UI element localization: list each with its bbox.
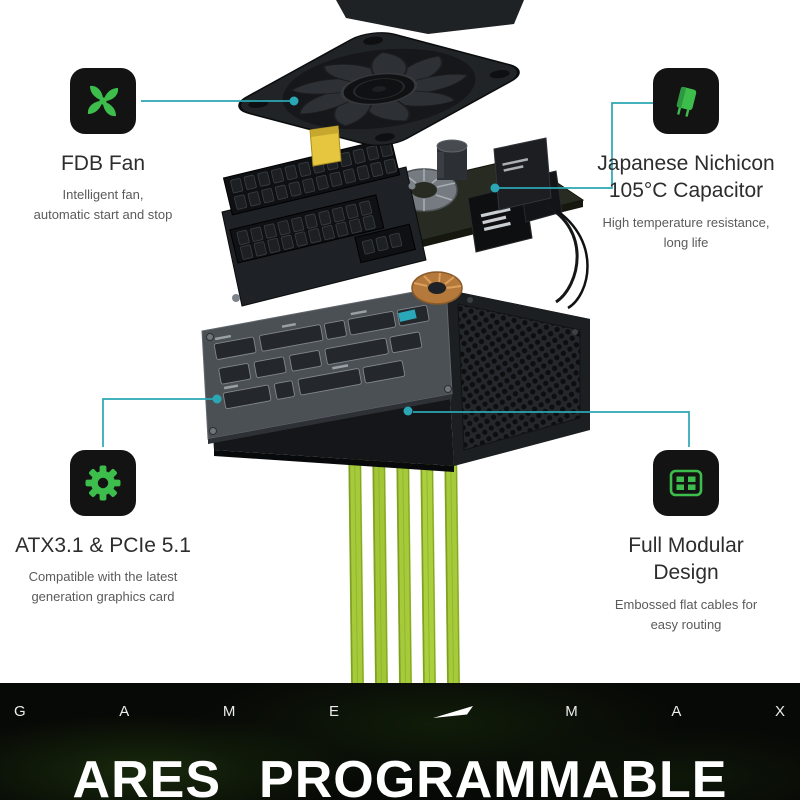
feature-title: Japanese Nichicon 105°C Capacitor: [597, 152, 775, 203]
brand-letter: G: [14, 703, 27, 720]
psu-case: [201, 285, 590, 472]
brand-letter: A: [671, 703, 683, 720]
brand-letter: M: [565, 703, 579, 720]
feature-subtitle: Compatible with the latest generation gr…: [28, 569, 178, 605]
feature-subtitle: Embossed flat cables for easy routing: [614, 596, 758, 632]
copper-coil: [411, 271, 463, 305]
banner-headline: ARES PROGRAMMABLE: [0, 754, 800, 800]
modular-cables: [348, 435, 460, 684]
brand-letter: E: [329, 703, 341, 720]
gear-icon-tile: [70, 450, 136, 516]
capacitor-icon: [676, 86, 697, 117]
capacitor-icon-tile: [653, 68, 719, 134]
brand-banner: G A M E M A X ARES PROGRAMMABLE: [0, 683, 800, 800]
modular-connector-icon: [669, 469, 703, 497]
modular-panel: [201, 285, 453, 444]
toroid-coil: [390, 168, 458, 212]
fan-icon: [87, 85, 119, 117]
feature-full-modular: Full Modular Design Embossed flat cables…: [578, 450, 794, 635]
feature-title: Full Modular Design: [628, 534, 744, 585]
brand-letter: M: [222, 703, 237, 720]
honeycomb-vent: [457, 303, 581, 451]
feature-atx-pcie: ATX3.1 & PCIe 5.1 Compatible with the la…: [3, 450, 203, 608]
transformer: [309, 125, 342, 167]
electrolytic-capacitor: [436, 139, 468, 180]
psu-fan: [238, 32, 520, 146]
modular-icon-tile: [653, 450, 719, 516]
brand-logo-row: G A M E M A X: [0, 703, 800, 720]
fan-icon-tile: [70, 68, 136, 134]
feature-title: FDB Fan: [60, 152, 146, 175]
feature-title: ATX3.1 & PCIe 5.1: [15, 534, 191, 557]
feature-capacitor: Japanese Nichicon 105°C Capacitor High t…: [578, 68, 794, 253]
brand-letter: X: [774, 703, 786, 720]
feature-subtitle: Intelligent fan, automatic start and sto…: [33, 187, 173, 223]
feature-subtitle: High temperature resistance, long life: [602, 214, 770, 250]
psu-pcb: [230, 137, 585, 279]
headline-word-left: ARES: [72, 751, 222, 800]
brand-arrow-icon: [432, 705, 473, 719]
callout-dots: [212, 96, 500, 416]
top-cutoff-part: [336, 0, 524, 34]
brand-letter: A: [119, 703, 131, 720]
connector-board: [221, 137, 463, 322]
feature-fdb-fan: FDB Fan Intelligent fan, automatic start…: [3, 68, 203, 226]
headline-word-right: PROGRAMMABLE: [259, 751, 728, 800]
gear-icon: [85, 465, 121, 501]
